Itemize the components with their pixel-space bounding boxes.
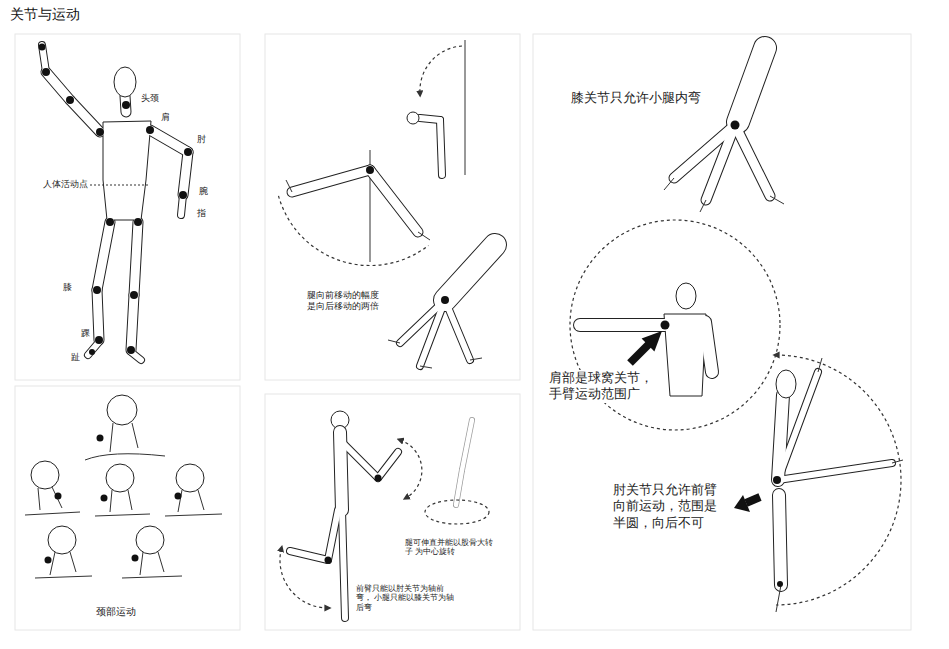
page-title: 关节与运动 xyxy=(10,6,80,24)
joint-label: 肘 xyxy=(196,134,207,145)
joint-label: 人体活动点 xyxy=(42,179,89,190)
leg-swing xyxy=(279,40,496,368)
note-text: 肩部是球窝关节， 手臂运动范围广 xyxy=(548,370,662,403)
neck-studies xyxy=(25,395,222,578)
note-text: 前臂只能以肘关节为轴前弯， 小腿只能以膝关节为轴后弯 xyxy=(355,584,459,612)
joint-label: 膝 xyxy=(62,282,73,293)
note-text: 颈部运动 xyxy=(95,606,137,619)
note-text: 膝关节只允许小腿内弯 xyxy=(570,90,702,106)
joint-range-figures xyxy=(570,48,903,612)
bending-figure xyxy=(280,411,489,618)
joint-label: 指 xyxy=(196,208,207,219)
panel-frames xyxy=(15,34,911,630)
joint-label: 头颈 xyxy=(140,93,160,104)
mannequin-figure xyxy=(39,44,193,361)
joint-label: 踝 xyxy=(80,328,91,339)
joint-label: 趾 xyxy=(70,352,81,363)
joint-label: 腕 xyxy=(198,186,209,197)
joint-label: 肩 xyxy=(160,112,171,123)
note-text: 腿可伸直并能以股骨大转子 为中心旋转 xyxy=(404,538,501,557)
note-text: 肘关节只允许前臂 向前运动，范围是 半圆，向后不可 xyxy=(612,482,726,531)
note-text: 腿向前移动的幅度 是向后移动的两倍 xyxy=(306,290,385,313)
